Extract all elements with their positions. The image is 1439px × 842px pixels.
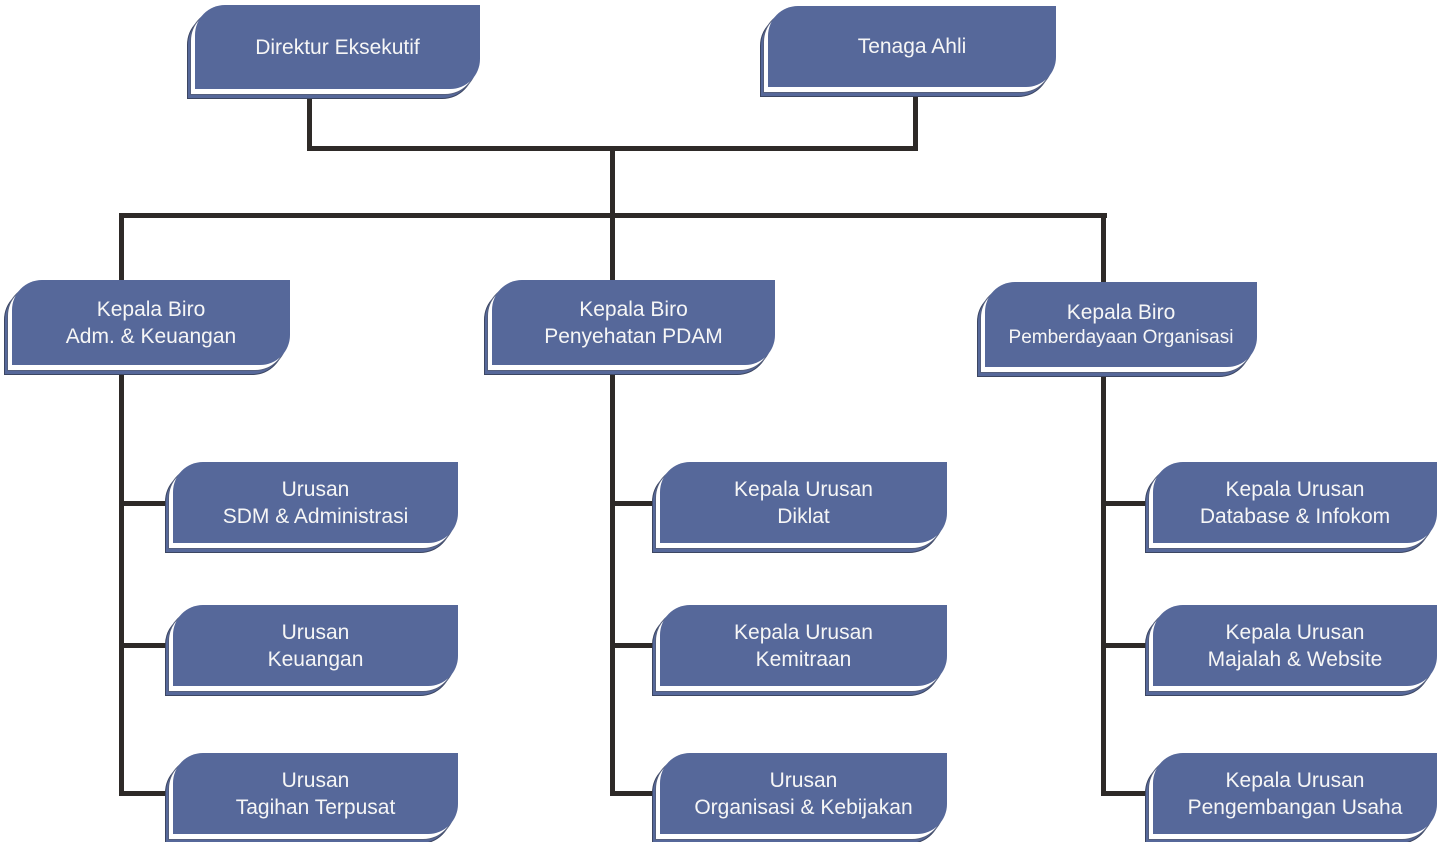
node-title: Kepala Urusan [1225,620,1365,644]
connector-stub-right-row3 [1101,791,1156,796]
org-node-biro-pemberdayaan-organisasi: Kepala Biro Pemberdayaan Organisasi [977,282,1257,377]
connector-biro-middle-drop [610,213,615,283]
connector-stub-left-row2 [119,643,176,648]
node-subtitle: Kemitraan [755,647,852,671]
node-title: Urusan [281,768,350,792]
node-box: Kepala Biro Adm. & Keuangan [12,280,290,365]
node-subtitle: Pemberdayaan Organisasi [1008,327,1234,348]
node-subtitle: Database & Infokom [1199,504,1391,528]
node-subtitle: Keuangan [267,647,364,671]
node-box: Kepala Urusan Diklat [660,462,947,543]
node-title: Kepala Urusan [1225,477,1365,501]
node-title: Kepala Urusan [734,477,873,501]
connector-stub-left-row1 [119,501,176,506]
connector-stub-right-row2 [1101,643,1156,648]
connector-direktur-drop [307,90,312,151]
org-node-urusan-tagihan-terpusat: Urusan Tagihan Terpusat [165,753,458,842]
org-node-biro-adm-keuangan: Kepala Biro Adm. & Keuangan [4,280,290,375]
node-title: Tenaga Ahli [857,35,967,58]
org-node-kepala-urusan-majalah-website: Kepala Urusan Majalah & Website [1145,605,1437,696]
node-box: Urusan Keuangan [173,605,458,686]
connector-left-trunk [119,368,124,796]
node-subtitle: Tagihan Terpusat [235,795,396,819]
node-box: Kepala Urusan Kemitraan [660,605,947,686]
node-subtitle: Penyehatan PDAM [544,324,723,348]
node-title: Kepala Urusan [734,620,873,644]
org-node-kepala-urusan-pengembangan-usaha: Kepala Urusan Pengembangan Usaha [1145,753,1437,842]
node-title: Kepala Biro [1066,301,1176,324]
node-box: Kepala Urusan Pengembangan Usaha [1153,753,1437,834]
node-subtitle: SDM & Administrasi [222,504,409,528]
connector-stub-middle-row2 [610,643,663,648]
node-subtitle: Organisasi & Kebijakan [694,795,913,819]
node-box: Urusan Tagihan Terpusat [173,753,458,834]
org-node-urusan-sdm-administrasi: Urusan SDM & Administrasi [165,462,458,553]
connector-middle-trunk [610,368,615,796]
node-title: Kepala Biro [96,297,206,321]
connector-center-drop [610,146,615,218]
node-title: Kepala Biro [579,297,688,321]
org-node-urusan-organisasi-kebijakan: Urusan Organisasi & Kebijakan [652,753,947,842]
org-node-kepala-urusan-database-infokom: Kepala Urusan Database & Infokom [1145,462,1437,553]
node-box: Kepala Urusan Majalah & Website [1153,605,1437,686]
node-title: Kepala Urusan [1225,768,1365,792]
node-subtitle: Adm. & Keuangan [65,324,237,348]
connector-stub-middle-row3 [610,791,663,796]
node-box: Tenaga Ahli [768,6,1056,87]
node-subtitle: Majalah & Website [1207,647,1383,671]
node-title: Urusan [281,477,350,501]
org-node-kepala-urusan-kemitraan: Kepala Urusan Kemitraan [652,605,947,696]
connector-biro-left-drop [119,213,124,283]
node-title: Urusan [769,768,838,792]
connector-biro-right-drop [1101,213,1106,285]
node-title: Urusan [281,620,350,644]
connector-tenaga-ahli-drop [913,86,918,151]
org-node-kepala-urusan-diklat: Kepala Urusan Diklat [652,462,947,553]
connector-stub-middle-row1 [610,501,663,506]
connector-right-trunk [1101,370,1106,796]
connector-stub-left-row3 [119,791,176,796]
node-subtitle: Diklat [777,504,830,528]
node-box: Kepala Biro Penyehatan PDAM [492,280,775,365]
org-node-direktur-eksekutif: Direktur Eksekutif [187,5,480,99]
node-box: Kepala Urusan Database & Infokom [1153,462,1437,543]
node-box: Direktur Eksekutif [195,5,480,89]
org-node-biro-penyehatan-pdam: Kepala Biro Penyehatan PDAM [484,280,775,375]
node-box: Urusan Organisasi & Kebijakan [660,753,947,834]
node-title: Direktur Eksekutif [255,35,420,59]
node-box: Urusan SDM & Administrasi [173,462,458,543]
org-node-urusan-keuangan: Urusan Keuangan [165,605,458,696]
node-subtitle: Pengembangan Usaha [1187,795,1403,819]
connector-stub-right-row1 [1101,501,1156,506]
node-box: Kepala Biro Pemberdayaan Organisasi [985,282,1257,367]
org-node-tenaga-ahli: Tenaga Ahli [760,6,1056,97]
